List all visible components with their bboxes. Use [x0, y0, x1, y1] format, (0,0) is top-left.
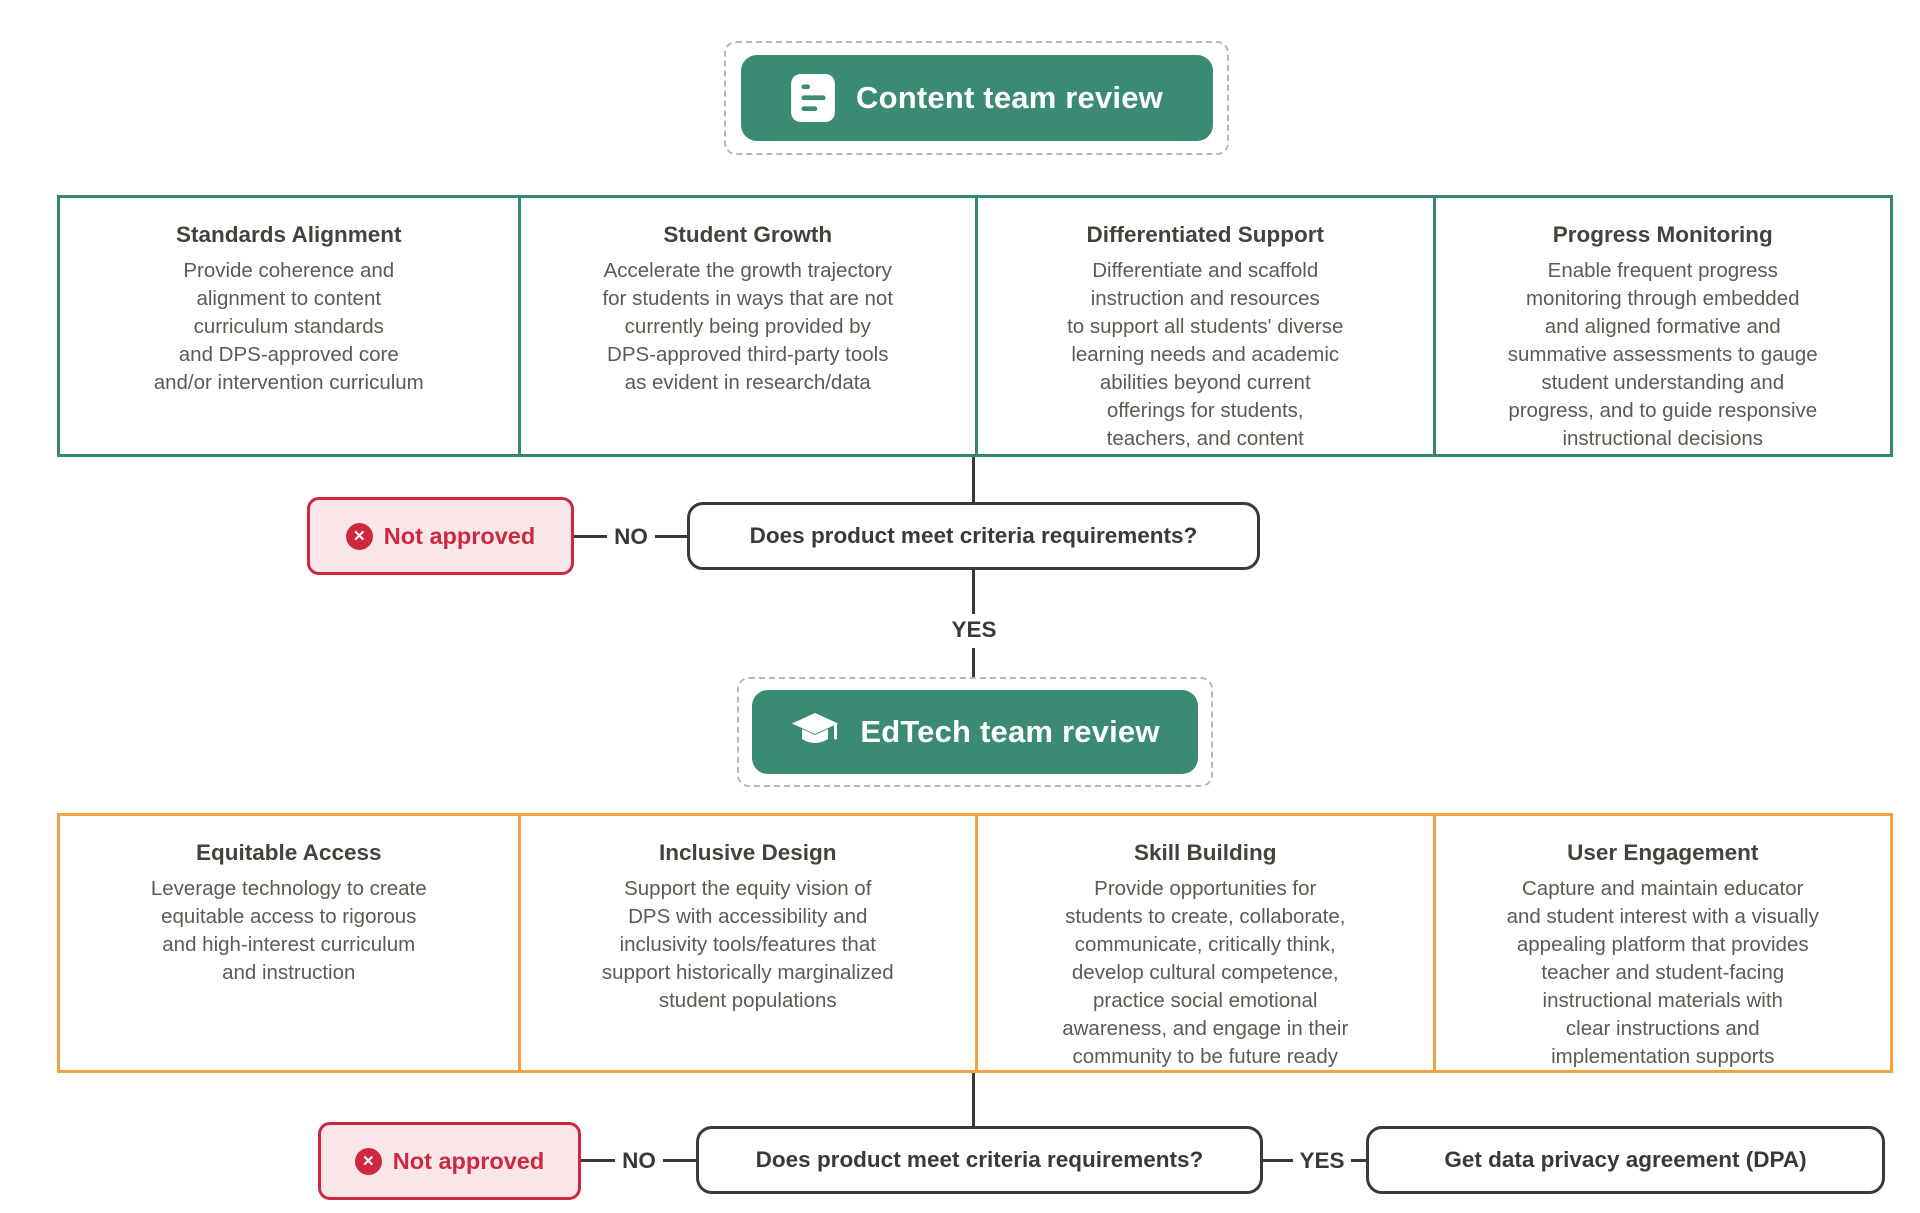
connector-line	[663, 1159, 696, 1162]
connector-line	[972, 648, 975, 690]
content-review-label: Content team review	[856, 80, 1163, 115]
criteria-description: Enable frequent progress monitoring thro…	[1507, 259, 1818, 450]
criteria-description: Leverage technology to create equitable …	[150, 877, 427, 984]
criteria-cell-student-growth: Student Growth Accelerate the growth tra…	[517, 198, 976, 454]
criteria-title: Inclusive Design	[658, 840, 837, 865]
criteria-title: Student Growth	[663, 222, 833, 247]
decision-box-1: Does product meet criteria requirements?	[687, 502, 1260, 570]
criteria-title: User Engagement	[1567, 840, 1759, 865]
no-branch-label-1: NO	[614, 524, 648, 549]
criteria-description: Provide opportunities for students to cr…	[1062, 877, 1349, 1068]
not-approved-label: Not approved	[392, 1147, 545, 1174]
criteria-description: Accelerate the growth trajectory for stu…	[602, 259, 894, 394]
edtech-review-badge: EdTech team review	[752, 690, 1198, 774]
connector-line	[581, 1159, 615, 1162]
criteria-description: Differentiate and scaffold instruction a…	[1067, 259, 1344, 450]
not-approved-badge-1: ✕ Not approved	[307, 497, 574, 575]
document-list-icon	[790, 73, 836, 123]
dpa-box: Get data privacy agreement (DPA)	[1366, 1126, 1885, 1194]
connector-line	[1263, 1159, 1293, 1162]
edtech-criteria-row: Equitable Access Leverage technology to …	[57, 813, 1893, 1073]
content-review-badge: Content team review	[740, 55, 1213, 141]
criteria-cell-inclusive-design: Inclusive Design Support the equity visi…	[517, 816, 976, 1071]
criteria-title: Progress Monitoring	[1552, 222, 1773, 247]
no-branch-label-2: NO	[622, 1148, 656, 1173]
criteria-cell-equitable-access: Equitable Access Leverage technology to …	[60, 816, 518, 1071]
criteria-title: Equitable Access	[196, 840, 382, 865]
not-approved-badge-2: ✕ Not approved	[318, 1122, 581, 1200]
criteria-cell-progress-monitoring: Progress Monitoring Enable frequent prog…	[1432, 198, 1891, 454]
yes-branch-label-2: YES	[1299, 1148, 1345, 1173]
connector-line	[655, 535, 687, 538]
not-approved-label: Not approved	[383, 522, 536, 549]
x-circle-icon: ✕	[345, 522, 373, 550]
yes-branch-label-1: YES	[951, 617, 997, 642]
content-review-stage: Content team review	[724, 41, 1229, 155]
connector-line	[1351, 1159, 1366, 1162]
graduation-cap-icon	[790, 711, 840, 753]
criteria-description: Capture and maintain educator and studen…	[1506, 877, 1819, 1068]
edtech-review-stage: EdTech team review	[737, 677, 1213, 787]
x-circle-icon: ✕	[354, 1147, 382, 1175]
criteria-cell-differentiated-support: Differentiated Support Differentiate and…	[975, 198, 1433, 454]
criteria-title: Skill Building	[1133, 840, 1277, 865]
criteria-cell-user-engagement: User Engagement Capture and maintain edu…	[1432, 816, 1891, 1071]
criteria-title: Differentiated Support	[1086, 222, 1324, 247]
decision-box-2: Does product meet criteria requirements?	[696, 1126, 1263, 1194]
criteria-cell-standards-alignment: Standards Alignment Provide coherence an…	[60, 198, 518, 454]
edtech-review-label: EdTech team review	[860, 714, 1160, 749]
connector-line	[574, 535, 607, 538]
connector-line	[972, 1073, 975, 1127]
connector-line	[972, 570, 975, 614]
criteria-description: Provide coherence and alignment to conte…	[153, 259, 424, 394]
criteria-title: Standards Alignment	[176, 222, 402, 247]
connector-line	[972, 457, 975, 502]
criteria-description: Support the equity vision of DPS with ac…	[601, 877, 894, 1012]
content-criteria-row: Standards Alignment Provide coherence an…	[57, 195, 1893, 457]
criteria-cell-skill-building: Skill Building Provide opportunities for…	[975, 816, 1433, 1071]
